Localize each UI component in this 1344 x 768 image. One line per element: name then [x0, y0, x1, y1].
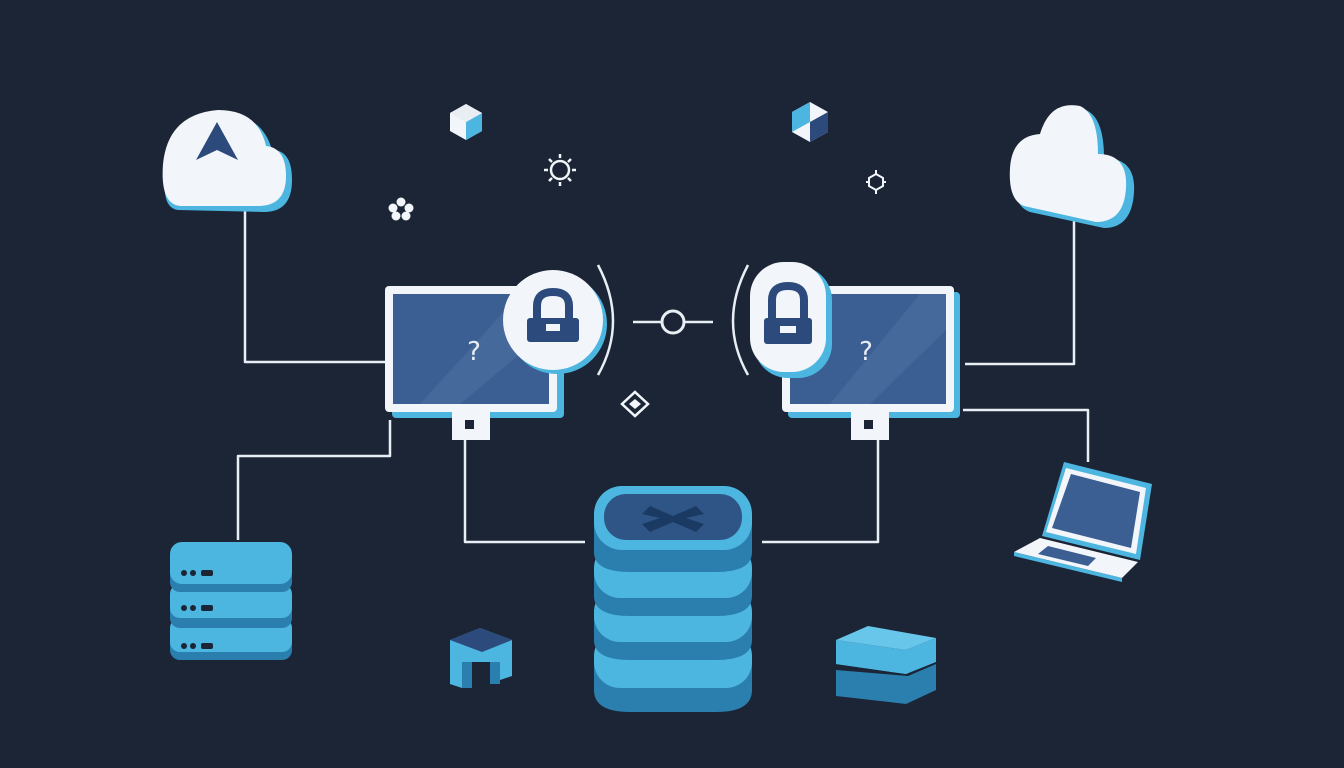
padlock-slot [546, 324, 560, 331]
block-leg-left [462, 662, 472, 688]
bracket-right [731, 264, 750, 376]
padlock-icon [527, 287, 579, 342]
navigation-arrow-icon [196, 122, 238, 160]
padlock-shackle [768, 281, 808, 320]
cloud-right-body [1009, 105, 1127, 222]
cube-icon [450, 104, 482, 140]
laptop-keyboard [1038, 546, 1096, 566]
block-leg-right [490, 662, 500, 684]
gear-icon [866, 170, 886, 194]
link-node [660, 309, 686, 335]
laptop-base-edge [1014, 552, 1122, 582]
gear-icon [544, 154, 576, 186]
monitor-right-glare [830, 294, 946, 404]
cloud-right [1009, 105, 1135, 228]
monitor-right-glyph: ? [859, 337, 873, 367]
connector-monitor-left-database [463, 440, 585, 544]
laptop [1014, 462, 1152, 582]
storage-box [836, 626, 936, 704]
decorations [388, 102, 886, 418]
monitor-left-stand-port [465, 420, 474, 429]
connector-lines [236, 208, 1090, 544]
database-layer-1 [594, 486, 752, 572]
database-cross-icon [642, 506, 704, 532]
bracket-left [596, 264, 615, 376]
storage-box-lower [836, 664, 936, 704]
padlock-shackle [533, 287, 573, 322]
lock-left [503, 270, 607, 374]
monitor-left-glyph: ? [467, 337, 481, 367]
server-unit-1 [170, 542, 292, 592]
storage-box-upper-top [836, 626, 936, 650]
cloud-left-body [162, 110, 286, 206]
server-left [170, 542, 292, 660]
central-database [594, 486, 752, 712]
connector-monitor-right-laptop [963, 408, 1090, 462]
padlock-icon [764, 281, 812, 344]
cube-icon [792, 102, 828, 142]
cloud-left [162, 110, 292, 212]
lock-right-badge [750, 262, 826, 372]
storage-box-upper [836, 638, 936, 674]
block-top [450, 628, 512, 652]
monitor-right-stand-port [864, 420, 873, 429]
flower-icon [388, 197, 414, 221]
connector-cloud-right-monitor [965, 215, 1076, 366]
connector-cloud-left-monitor [243, 208, 386, 364]
laptop-screen [1052, 474, 1140, 548]
lock-right [750, 262, 832, 378]
diamond-icon [620, 390, 650, 418]
connector-monitor-left-server [236, 420, 392, 540]
connector-monitor-right-database [762, 440, 880, 544]
server-unit-2 [170, 584, 292, 628]
module-block [450, 628, 512, 688]
padlock-slot [780, 326, 796, 333]
